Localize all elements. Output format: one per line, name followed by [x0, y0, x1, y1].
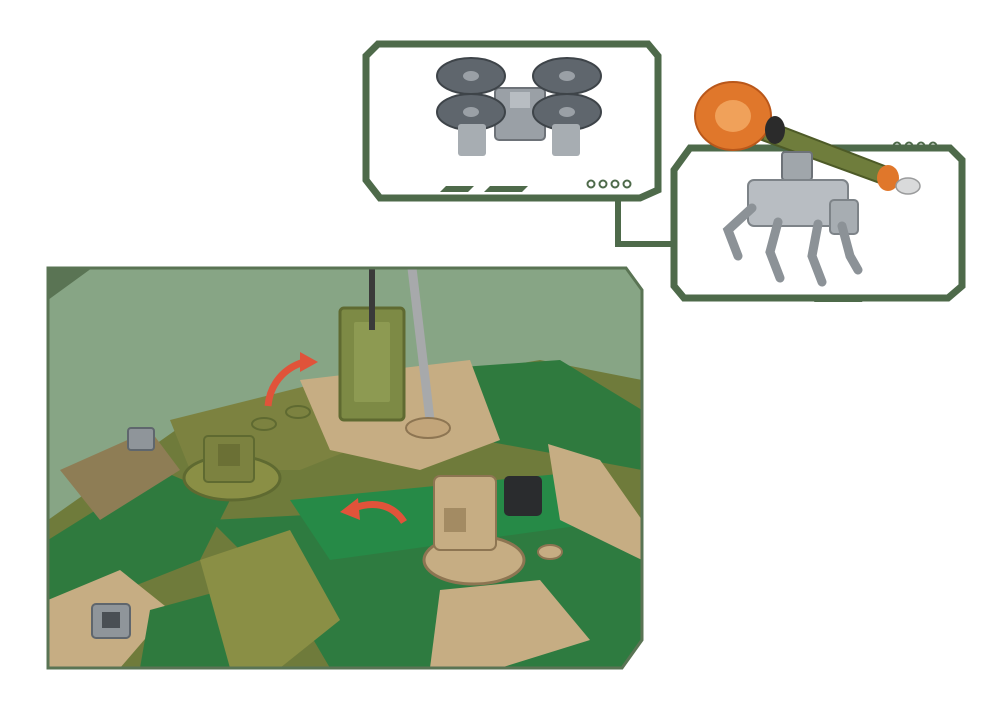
robot-dog-image [722, 151, 863, 287]
tank-closeup-panel [46, 266, 644, 670]
tank-image [48, 268, 642, 668]
panel-dots [586, 179, 632, 189]
drone-accessory-panel [362, 40, 662, 202]
rocket-launcher-image [694, 81, 921, 195]
panel-connector [610, 195, 672, 247]
panel-dots [892, 141, 938, 151]
drone-image [436, 57, 602, 156]
robot-dog-accessory-panel [670, 81, 966, 302]
